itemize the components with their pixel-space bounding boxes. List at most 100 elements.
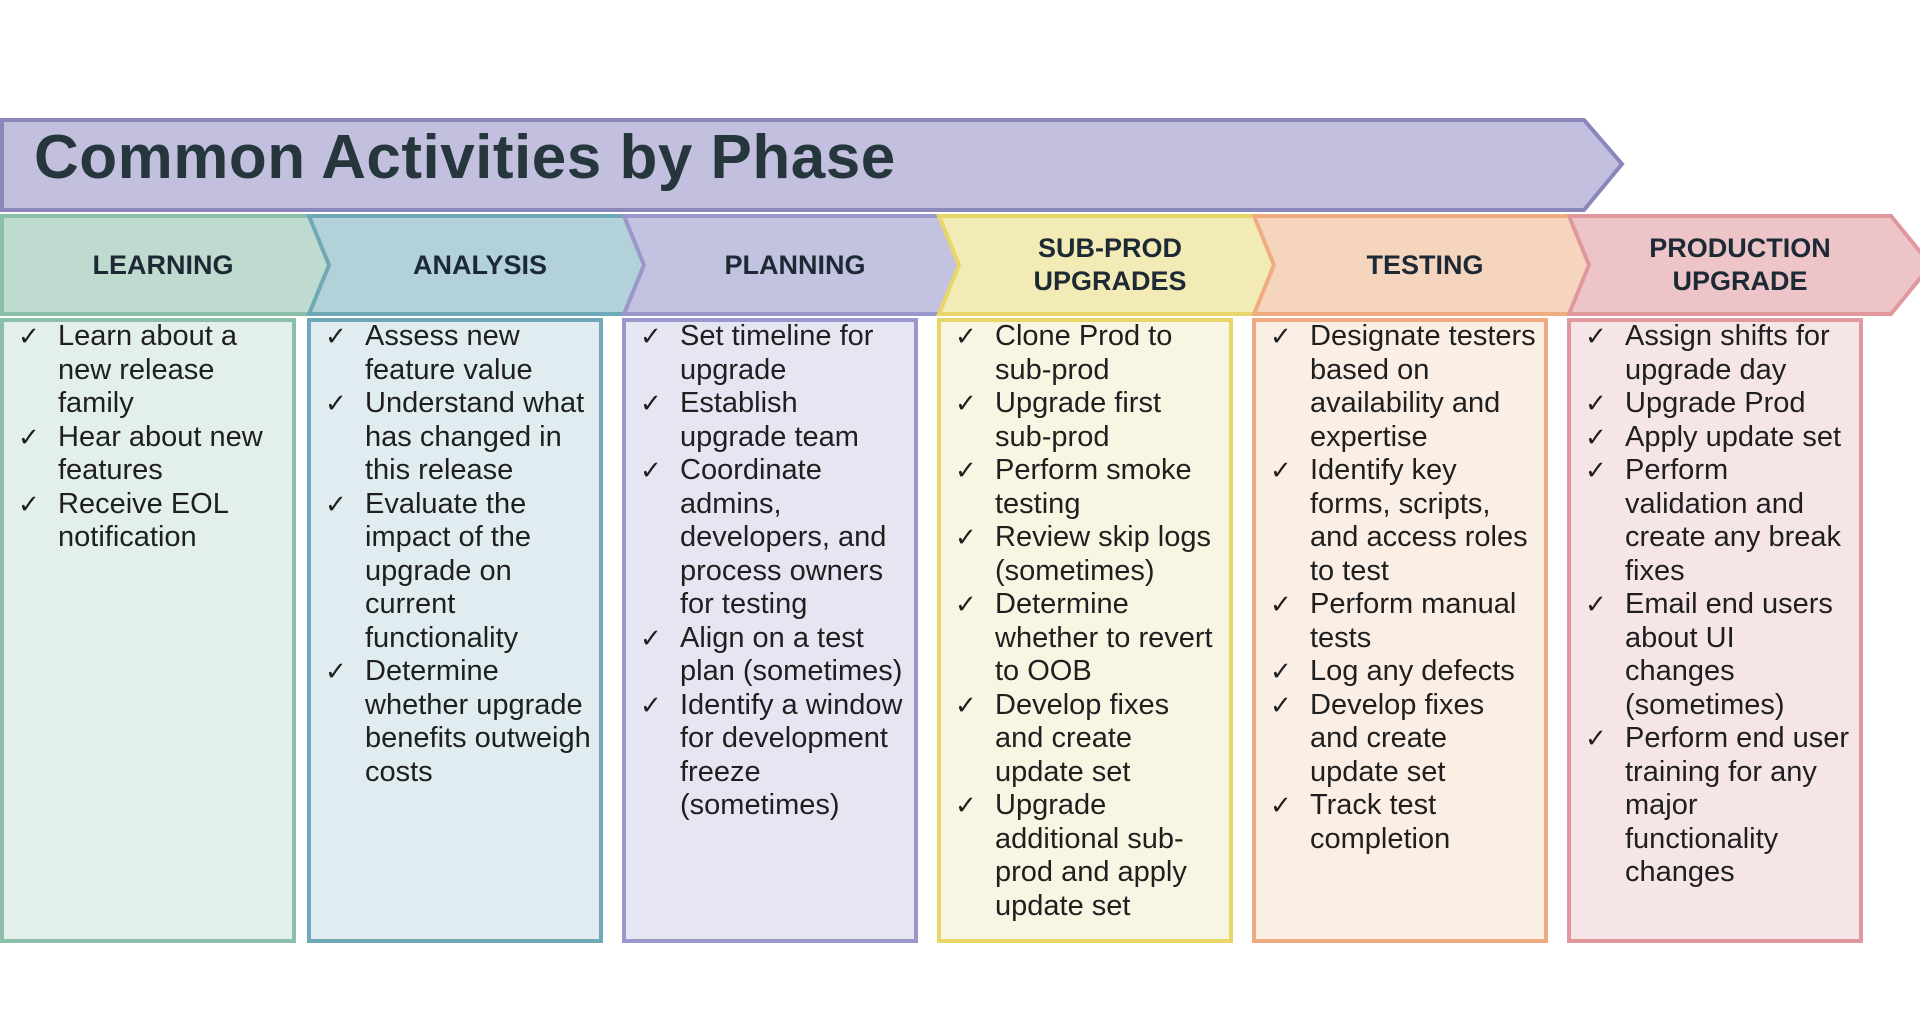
phase-activities-production-upgrade: ✓ Assign shifts for upgrade day ✓ Upgrade P… (1569, 320, 1851, 930)
check-icon: ✓ (955, 321, 977, 351)
activity-item: ✓ Upgrade first sub-prod (939, 387, 1221, 454)
activity-text: Develop fixes and create update set (995, 688, 1170, 788)
phase-title-planning: PLANNING (724, 249, 866, 280)
phase-activities-planning: ✓ Set timeline for upgrade ✓ Establish upgr… (624, 320, 906, 930)
activity-item: ✓Perform manual tests (1254, 588, 1536, 655)
activity-text: Assess new feature value (365, 320, 533, 386)
activity-text: Perform manual tests (1310, 588, 1517, 654)
check-icon: ✓ (1585, 589, 1607, 619)
title-banner-arrow (0, 118, 1625, 212)
check-icon: ✓ (1585, 388, 1607, 418)
check-icon: ✓ (1270, 455, 1292, 485)
check-icon: ✓ (18, 421, 40, 452)
activity-text: Understand what has changed in this rele… (365, 387, 585, 486)
check-icon: ✓ (1585, 723, 1607, 753)
phase-activities-learning: ✓Learn about a new release family✓Hear a… (2, 320, 284, 930)
activity-item: ✓Perform smoke testing (939, 454, 1221, 521)
check-icon: ✓ (640, 321, 662, 351)
phase-activities-testing: ✓ Designate testers based on availability… (1254, 320, 1536, 930)
phase-body-box-testing (1252, 318, 1548, 943)
phase-body-box-learning (0, 318, 296, 943)
activity-list: ✓Assess new feature value✓Understand wha… (309, 320, 591, 789)
activity-text: Upgrade additional sub-prod and apply up… (995, 789, 1187, 922)
activity-text: Establish upgrade team (680, 387, 859, 453)
check-icon: ✓ (325, 656, 347, 686)
activity-text: Email end users about UI changes (someti… (1625, 588, 1833, 721)
activity-text: Identify key forms, scripts, and access … (1310, 454, 1528, 587)
check-icon: ✓ (640, 455, 662, 485)
activity-text: Identify a window for development freeze… (680, 688, 903, 822)
activity-item: ✓Evaluate the impact of the upgrade on c… (309, 488, 591, 656)
activity-item: ✓Perform validation and create any break… (1569, 454, 1851, 588)
activity-text: Upgrade first sub-prod (995, 387, 1162, 453)
activity-item: ✓ Upgrade additional sub-prod and apply u… (939, 789, 1221, 923)
activity-item: ✓Assess new feature value (309, 320, 591, 387)
check-icon: ✓ (640, 689, 662, 720)
activity-item: ✓Develop fixes and create update set (1254, 689, 1536, 790)
activity-text: Review skip logs (sometimes) (995, 521, 1211, 587)
activity-item: ✓ Identify a window for development freez… (624, 689, 906, 823)
phase-header-arrow-production-upgrade (1566, 214, 1920, 316)
phase-title-analysis: ANALYSIS (412, 249, 548, 280)
phase-body-box-sub-prod-upgrades (937, 318, 1233, 943)
check-icon: ✓ (1270, 689, 1292, 720)
phase-body-box-planning (622, 318, 918, 943)
activity-text: Perform smoke testing (995, 454, 1192, 520)
activity-item: ✓ Determine whether upgrade benefits outw… (309, 655, 591, 789)
activity-text: Designate testers based on availability … (1310, 320, 1536, 453)
activity-item: ✓ Identify key forms, scripts, and access… (1254, 454, 1536, 588)
activity-item: ✓ Upgrade Prod (1569, 387, 1851, 421)
activity-text: Determine whether to revert to OOB (995, 588, 1213, 687)
activity-item: ✓Understand what has changed in this rel… (309, 387, 591, 488)
page-title: Common Activities by Phase (34, 123, 896, 192)
activity-text: Apply update set (1625, 420, 1842, 453)
activity-text: Determine whether upgrade benefits outwe… (365, 655, 591, 788)
check-icon: ✓ (1270, 790, 1292, 820)
check-icon: ✓ (325, 488, 347, 519)
activity-text: Upgrade Prod (1625, 387, 1806, 419)
phase-activities-sub-prod-upgrades: ✓ Clone Prod to sub-prod ✓ Upgrade first su… (939, 320, 1221, 930)
activity-item: ✓ Assign shifts for upgrade day (1569, 320, 1851, 387)
activity-item: ✓ Clone Prod to sub-prod (939, 320, 1221, 387)
activity-list: ✓ Assign shifts for upgrade day ✓ Upgrade P… (1569, 320, 1851, 890)
activity-item: ✓Designate testers based on availability… (1254, 320, 1536, 454)
phase-body-box-production-upgrade (1567, 318, 1863, 943)
check-icon: ✓ (640, 388, 662, 418)
activity-text: Perform end user training for any major … (1625, 722, 1850, 888)
activity-text: Learn about a new release family (58, 320, 237, 419)
activity-item: ✓ Track test completion (1254, 789, 1536, 856)
activity-text: Set timeline for upgrade (680, 320, 874, 386)
phase-title-sub-prod-upgrades: SUB-PROD UPGRADES (1033, 233, 1187, 296)
activity-item: ✓ Establish upgrade team (624, 387, 906, 454)
activity-text: Log any defects (1310, 655, 1515, 687)
check-icon: ✓ (955, 689, 977, 720)
check-icon: ✓ (955, 790, 977, 820)
activity-item: ✓Learn about a new release family (2, 320, 284, 421)
activity-text: Clone Prod to sub-prod (995, 320, 1173, 386)
activity-item: ✓Coordinate admins, developers, and proc… (624, 454, 906, 622)
activity-item: ✓ Set timeline for upgrade (624, 320, 906, 387)
check-icon: ✓ (955, 589, 977, 619)
activity-list: ✓ Designate testers based on availability… (1254, 320, 1536, 856)
check-icon: ✓ (1270, 656, 1292, 686)
check-icon: ✓ (955, 388, 977, 418)
activity-item: ✓ Email end users about UI changes (somet… (1569, 588, 1851, 722)
phase-title-testing: TESTING (1366, 249, 1484, 280)
activity-item: ✓ Review skip logs (sometimes) (939, 521, 1221, 588)
check-icon: ✓ (18, 488, 40, 519)
activity-item: ✓ Log any defects (1254, 655, 1536, 689)
phase-activities-analysis: ✓Assess new feature value✓Understand wha… (309, 320, 591, 930)
phase-title-learning: LEARNING (92, 249, 234, 280)
activity-text: Hear about new features (58, 420, 263, 487)
activity-text: Perform validation and create any break … (1625, 454, 1842, 587)
check-icon: ✓ (955, 522, 977, 552)
activity-item: ✓Align on a test plan (sometimes) (624, 622, 906, 689)
activity-list: ✓ Set timeline for upgrade ✓ Establish upgr… (624, 320, 906, 823)
activity-list: ✓Learn about a new release family✓Hear a… (2, 320, 284, 555)
activity-text: Track test completion (1310, 789, 1451, 855)
activity-text: Assign shifts for upgrade day (1625, 320, 1830, 386)
check-icon: ✓ (1585, 321, 1607, 351)
activity-item: ✓ Hear about new features (2, 421, 284, 488)
activity-item: ✓ Determine whether to revert to OOB (939, 588, 1221, 689)
